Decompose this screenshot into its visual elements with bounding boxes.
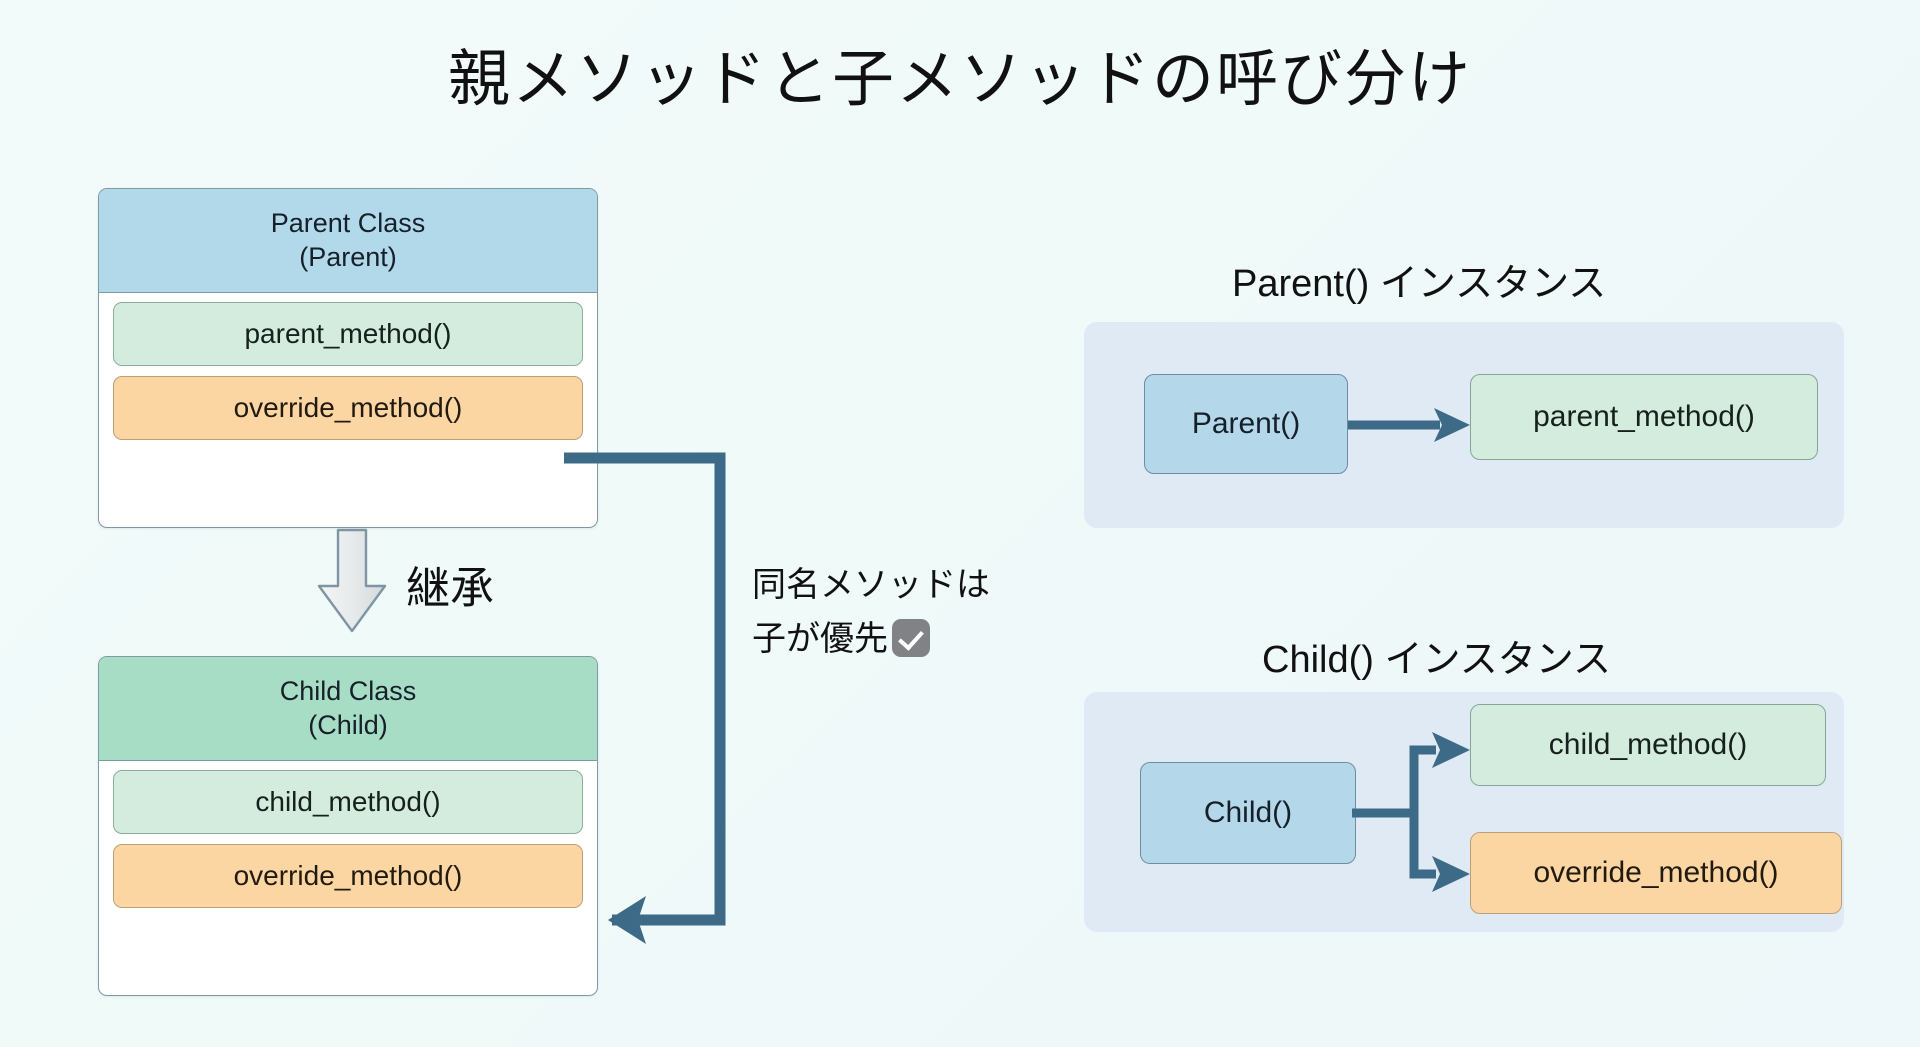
override-note-line1: 同名メソッドは (752, 566, 990, 604)
check-badge-icon (892, 619, 930, 657)
page-title: 親メソッドと子メソッドの呼び分け (447, 45, 1472, 114)
child-class-box: Child Class (Child) child_method() overr… (98, 656, 598, 996)
parent-instance-target-parent-method[interactable]: parent_method() (1470, 374, 1818, 460)
parent-class-subtitle: (Parent) (299, 242, 397, 272)
override-note-line2-wrap: 子が優先 (752, 612, 990, 666)
child-instance-target-override-method[interactable]: override_method() (1470, 832, 1842, 914)
parent-class-title: Parent Class (270, 208, 426, 238)
child-method-pill[interactable]: child_method() (113, 770, 583, 834)
child-class-body: child_method() override_method() (99, 761, 597, 922)
parent-instance-source-box[interactable]: Parent() (1144, 374, 1348, 474)
child-instance-source-box[interactable]: Child() (1140, 762, 1356, 864)
child-override-method-pill[interactable]: override_method() (113, 844, 583, 908)
child-class-header: Child Class (Child) (99, 657, 597, 761)
child-instance-target-child-method[interactable]: child_method() (1470, 704, 1826, 786)
override-note-line2: 子が優先 (752, 620, 888, 658)
inheritance-label: 継承 (406, 564, 494, 613)
child-class-title: Child Class (279, 676, 417, 706)
parent-class-header: Parent Class (Parent) (99, 189, 597, 293)
parent-instance-panel: Parent() parent_method() (1084, 322, 1844, 528)
override-note: 同名メソッドは 子が優先 (752, 558, 990, 666)
parent-class-body: parent_method() override_method() (99, 293, 597, 454)
child-class-subtitle: (Child) (308, 710, 388, 740)
parent-instance-arrow-icon (1348, 408, 1470, 442)
inheritance-arrow-icon (317, 528, 387, 633)
parent-override-method-pill[interactable]: override_method() (113, 376, 583, 440)
child-instance-title: Child() インスタンス (1262, 639, 1611, 681)
child-instance-branch-arrow-icon (1352, 732, 1470, 892)
parent-method-pill[interactable]: parent_method() (113, 302, 583, 366)
child-instance-panel: Child() child_method() override_method() (1084, 692, 1844, 932)
parent-class-box: Parent Class (Parent) parent_method() ov… (98, 188, 598, 528)
parent-instance-title: Parent() インスタンス (1232, 263, 1607, 305)
